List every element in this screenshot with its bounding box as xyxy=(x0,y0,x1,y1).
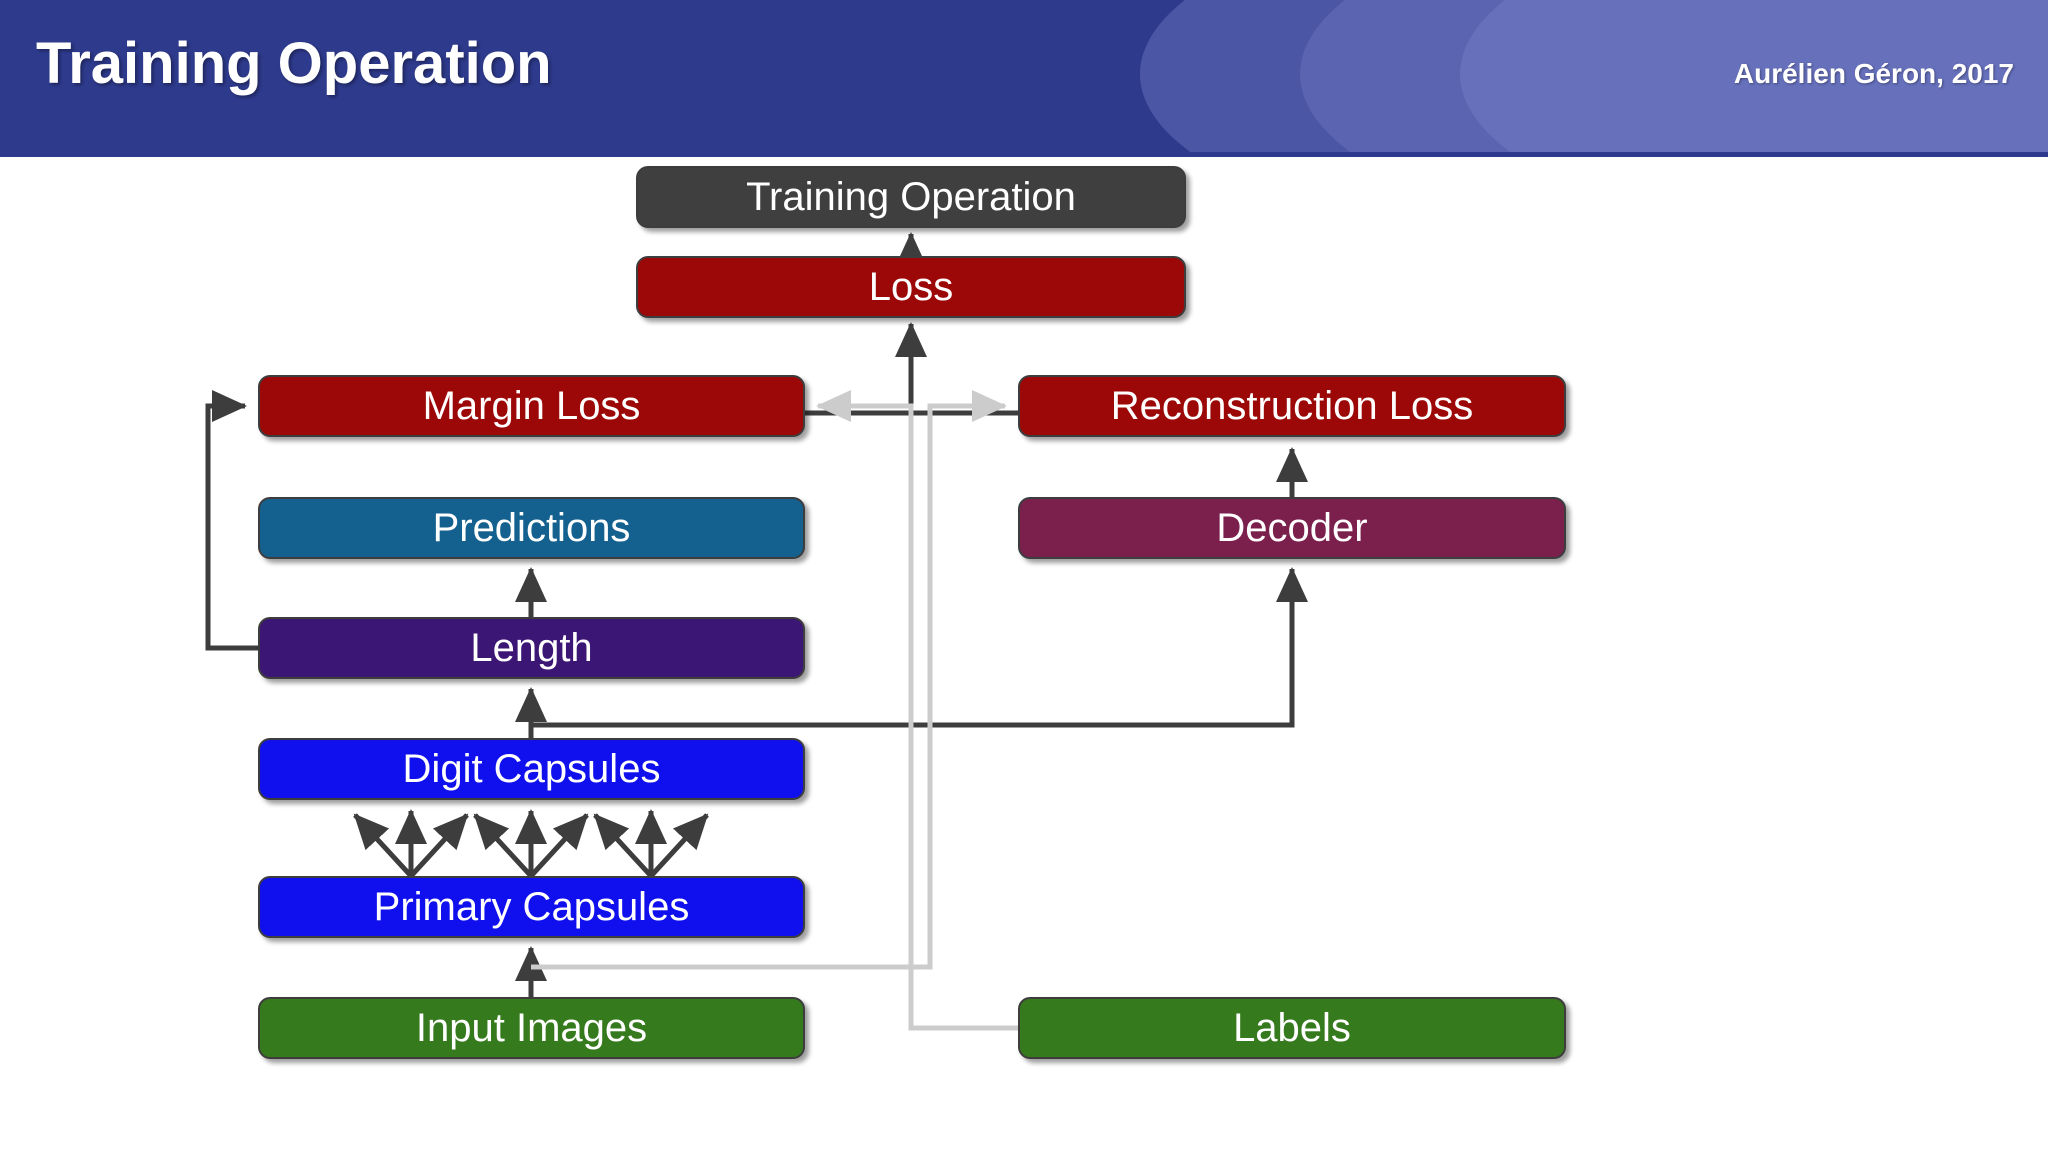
node-label: Training Operation xyxy=(746,175,1076,219)
header-accent-ellipse-3 xyxy=(1460,0,2048,152)
edge-length-to-margin-loss xyxy=(205,389,258,651)
node-label: Digit Capsules xyxy=(402,747,661,791)
node-digit-capsules[interactable]: Digit Capsules xyxy=(258,738,805,800)
node-label: Reconstruction Loss xyxy=(1110,384,1474,428)
header-divider xyxy=(0,152,2048,157)
node-label: Predictions xyxy=(432,506,631,550)
flowchart-diagram: Training Operation Loss Margin Loss Reco… xyxy=(0,157,2048,1152)
node-primary-capsules[interactable]: Primary Capsules xyxy=(258,876,805,938)
author-attribution: Aurélien Géron, 2017 xyxy=(1733,58,2014,89)
node-input-images[interactable]: Input Images xyxy=(258,997,805,1059)
node-length[interactable]: Length xyxy=(258,617,805,679)
node-label: Margin Loss xyxy=(422,384,641,428)
node-reconstruction-loss[interactable]: Reconstruction Loss xyxy=(1018,375,1566,437)
node-label: Input Images xyxy=(415,1006,648,1050)
node-label: Primary Capsules xyxy=(373,885,690,929)
edge-fan-primary-to-digit-capsules xyxy=(353,808,709,878)
edge-input-images-to-reconstruction-loss xyxy=(531,389,1008,970)
page-title: Training Operation xyxy=(36,31,552,96)
node-labels[interactable]: Labels xyxy=(1018,997,1566,1059)
edge-labels-to-margin-loss xyxy=(815,390,1018,1031)
node-label: Labels xyxy=(1233,1006,1351,1050)
slide-header: Training Operation Aurélien Géron, 2017 xyxy=(0,0,2048,152)
node-label: Loss xyxy=(868,265,954,309)
node-label: Decoder xyxy=(1216,506,1368,550)
node-margin-loss[interactable]: Margin Loss xyxy=(258,375,805,437)
node-predictions[interactable]: Predictions xyxy=(258,497,805,559)
node-training-operation[interactable]: Training Operation xyxy=(636,166,1186,228)
node-decoder[interactable]: Decoder xyxy=(1018,497,1566,559)
node-label: Length xyxy=(470,626,593,670)
node-loss[interactable]: Loss xyxy=(636,256,1186,318)
